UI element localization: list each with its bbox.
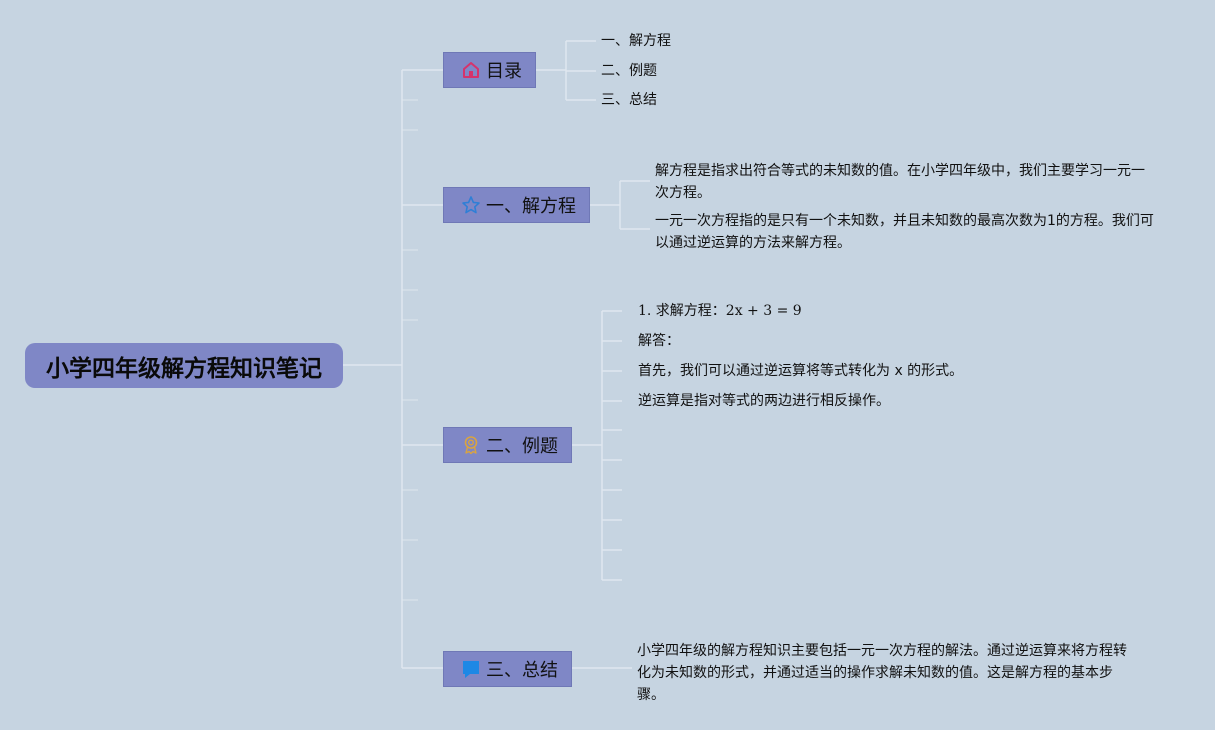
root-node[interactable]: 小学四年级解方程知识笔记 <box>25 343 343 388</box>
branch-solve-equation-label: 一、解方程 <box>486 196 576 217</box>
branch-summary-label: 三、总结 <box>486 660 558 681</box>
award-icon <box>461 435 481 455</box>
solve-equation-paragraph-1: 解方程是指求出符合等式的未知数的值。在小学四年级中，我们主要学习一元一次方程。 <box>655 163 1145 201</box>
branch-toc[interactable]: 目录 <box>443 52 536 88</box>
root-title: 小学四年级解方程知识笔记 <box>46 355 322 382</box>
toc-item-3[interactable]: 三、总结 <box>601 92 657 108</box>
branch-examples[interactable]: 二、例题 <box>443 427 572 463</box>
toc-item-2[interactable]: 二、例题 <box>601 63 657 79</box>
branch-toc-label: 目录 <box>486 61 522 82</box>
example-item-3[interactable]: 首先，我们可以通过逆运算将等式转化为 x 的形式。 <box>638 363 964 379</box>
home-icon <box>461 60 481 80</box>
summary-paragraph: 小学四年级的解方程知识主要包括一元一次方程的解法。通过逆运算来将方程转化为未知数… <box>637 643 1127 703</box>
example-item-2[interactable]: 解答： <box>638 333 680 349</box>
toc-item-1[interactable]: 一、解方程 <box>601 33 671 49</box>
example-item-4[interactable]: 逆运算是指对等式的两边进行相反操作。 <box>638 393 890 409</box>
example-item-1[interactable]: 1. 求解方程：2x + 3 = 9 <box>638 303 802 319</box>
star-icon <box>461 195 481 215</box>
solve-equation-paragraph-2: 一元一次方程指的是只有一个未知数，并且未知数的最高次数为1的方程。我们可以通过逆… <box>655 213 1154 251</box>
branch-examples-label: 二、例题 <box>486 436 558 457</box>
flag-icon <box>461 659 481 679</box>
branch-solve-equation[interactable]: 一、解方程 <box>443 187 590 223</box>
branch-summary[interactable]: 三、总结 <box>443 651 572 687</box>
